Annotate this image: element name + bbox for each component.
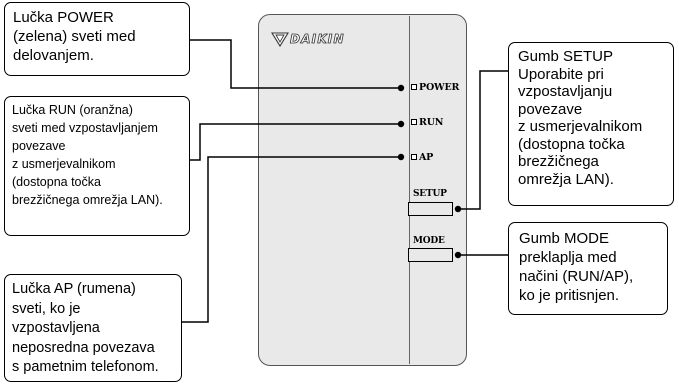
daikin-logo-mark-icon bbox=[271, 32, 289, 47]
run-led-label: RUN bbox=[419, 117, 444, 128]
ap-light-callout: Lučka AP (rumena) sveti, ko je vzpostavl… bbox=[4, 274, 182, 382]
setup-button[interactable] bbox=[408, 202, 453, 216]
ap-led-label: AP bbox=[419, 152, 434, 163]
setup-button-callout: Gumb SETUP Uporabite pri vzpostavljanju … bbox=[508, 42, 674, 206]
device-panel-divider bbox=[409, 16, 410, 364]
daikin-logo: DAIKIN bbox=[271, 31, 345, 47]
power-led bbox=[411, 84, 417, 90]
power-light-callout: Lučka POWER (zelena) sveti med delovanje… bbox=[4, 2, 190, 76]
setup-button-label: SETUP bbox=[413, 189, 447, 199]
ap-led bbox=[411, 154, 417, 160]
mode-button[interactable] bbox=[408, 248, 453, 262]
run-led bbox=[411, 119, 417, 125]
mode-button-label: MODE bbox=[413, 236, 445, 246]
run-light-callout: Lučka RUN (oranžna) sveti med vzpostavlj… bbox=[4, 96, 190, 236]
power-led-label: POWER bbox=[419, 82, 460, 93]
brand-name: DAIKIN bbox=[290, 32, 345, 47]
mode-button-callout: Gumb MODE preklaplja med načini (RUN/AP)… bbox=[508, 222, 668, 315]
